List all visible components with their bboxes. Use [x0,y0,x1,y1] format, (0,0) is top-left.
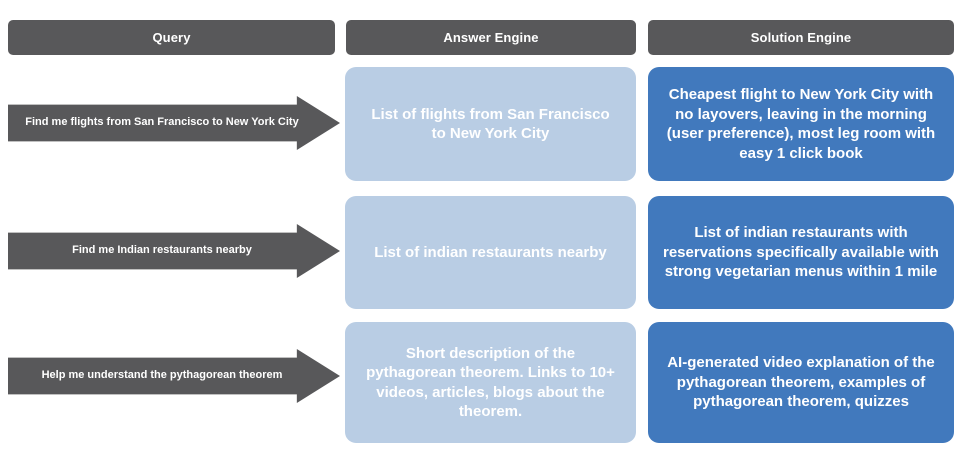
column-header-solution-engine: Solution Engine [648,20,954,55]
query-arrow-row-1-label: Find me flights from San Francisco to Ne… [25,116,299,129]
column-header-solution-engine-label: Solution Engine [750,30,852,45]
column-header-answer-engine: Answer Engine [346,20,636,55]
query-arrow-row-3-label: Help me understand the pythagorean theor… [41,369,283,382]
column-header-query-label: Query [152,30,191,45]
solution-engine-card-row-1-text: Cheapest flight to New York City with no… [666,86,936,162]
answer-engine-card-row-3-text: Short description of the pythagorean the… [366,344,615,421]
answer-engine-card-row-2: List of indian restaurants nearby [345,196,636,309]
solution-engine-card-row-3: AI-generated video explanation of the py… [648,322,954,443]
solution-engine-card-row-1: Cheapest flight to New York City with no… [648,67,954,181]
answer-engine-card-row-3: Short description of the pythagorean the… [345,322,636,443]
query-arrow-row-2-label: Find me Indian restaurants nearby [72,244,252,257]
answer-engine-card-row-1: List of flights from San Francisco to Ne… [345,67,636,181]
query-arrow-row-1: Find me flights from San Francisco to Ne… [8,96,340,150]
solution-engine-card-row-2-text: List of indian restaurants with reservat… [663,224,939,281]
query-arrow-row-3: Help me understand the pythagorean theor… [8,349,340,403]
solution-engine-card-row-2: List of indian restaurants with reservat… [648,196,954,309]
solution-engine-card-row-3-text: AI-generated video explanation of the py… [667,354,935,411]
column-header-answer-engine-label: Answer Engine [443,30,539,45]
column-header-query: Query [8,20,335,55]
answer-engine-card-row-2-text: List of indian restaurants nearby [374,243,607,261]
answer-engine-card-row-1-text: List of flights from San Francisco to Ne… [371,105,610,143]
query-arrow-row-2: Find me Indian restaurants nearby [8,224,340,278]
